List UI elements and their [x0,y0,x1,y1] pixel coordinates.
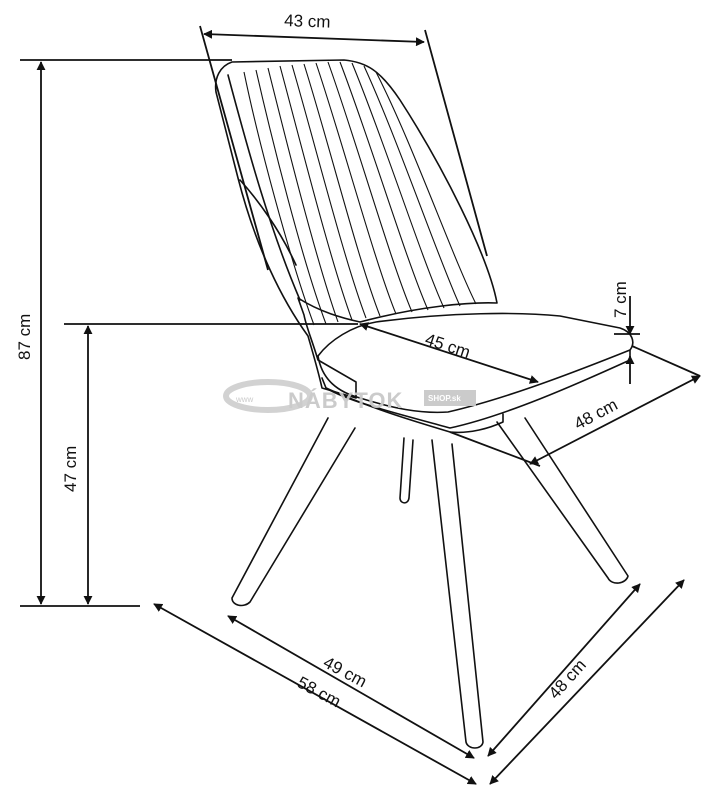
backrest-side-panel [227,74,301,301]
dim-back-width-ext-right [424,29,488,257]
front-left-leg [231,417,356,607]
dimension-lines [20,25,701,785]
chair-drawing [214,59,634,749]
label-total-height: 87 cm [15,314,34,360]
dim-overall-depth-line [153,603,477,785]
label-back-width: 43 cm [284,11,331,32]
label-overall-width: 48 cm [545,656,590,703]
dim-overall-width-line [489,579,685,785]
back-left-leg [399,437,414,504]
dim-seat-width-ext-right [631,345,701,377]
watermark: www NÁBYTOK SHOP.sk [223,379,476,413]
dim-legs-inner-depth-line [227,615,475,759]
watermark-suffix: SHOP.sk [428,394,461,403]
dim-back-width-line [203,29,425,47]
backrest-side-panel-inner [239,179,297,266]
seat-base [325,387,504,434]
label-seat-thickness: 7 cm [611,281,630,318]
front-right-leg [431,439,484,749]
label-seat-width: 48 cm [571,395,621,434]
watermark-badge [424,390,476,406]
backrest-channels [243,61,477,326]
label-seat-depth: 45 cm [423,330,473,362]
watermark-prefix: www [235,395,254,404]
label-seat-height: 47 cm [61,446,80,492]
dim-seat-width-ext-left [449,431,541,467]
dim-back-width-ext-left [199,25,269,271]
dim-seat-depth-line [359,322,539,384]
dim-seat-width-line [529,375,701,465]
watermark-brand: NÁBYTOK [288,388,403,413]
back-right-leg [496,417,629,584]
watermark-swoosh [223,379,313,413]
